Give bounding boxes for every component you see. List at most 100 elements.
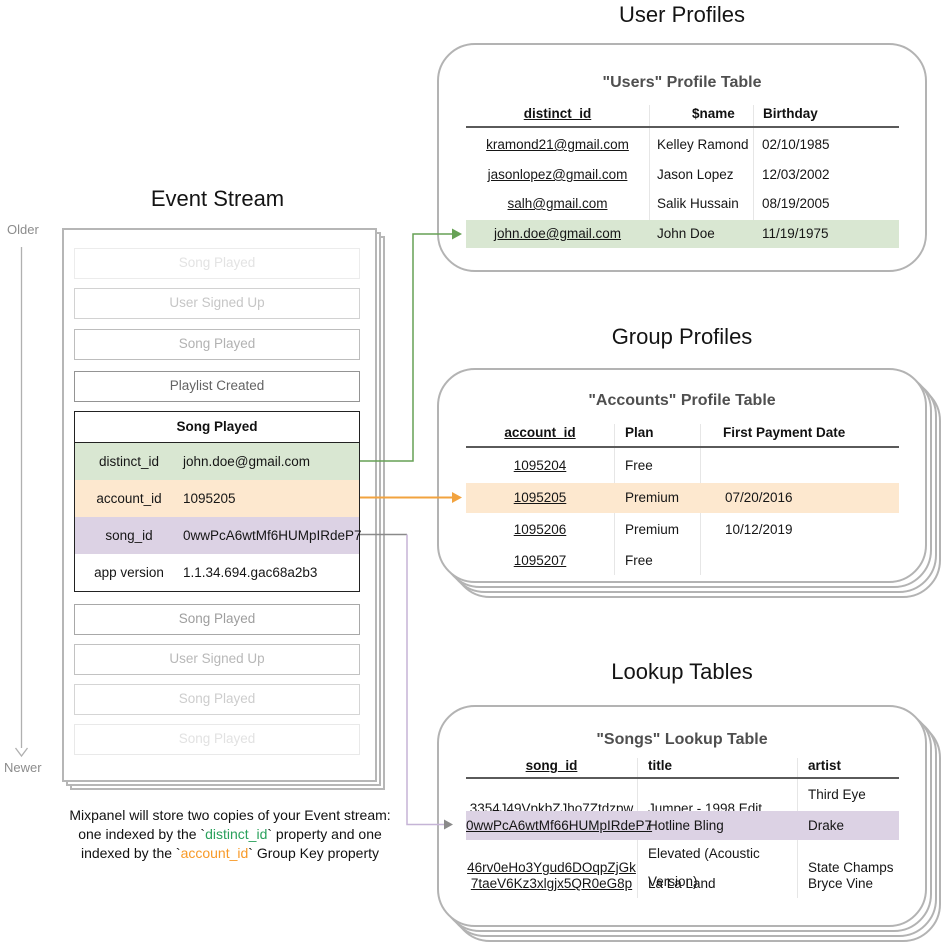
- column-divider: [649, 105, 650, 248]
- cell-first-payment-date: 07/20/2016: [725, 490, 793, 505]
- event-label: Song Played: [178, 255, 256, 270]
- cell-artist: Bryce Vine: [808, 876, 874, 891]
- accounts-table-header: account_id Plan First Payment Date: [466, 422, 899, 444]
- table-row: salh@gmail.com Salik Hussain 08/19/2005: [466, 190, 899, 218]
- cell-first-payment-date: 10/12/2019: [725, 522, 793, 537]
- property-key: account_id: [96, 491, 162, 506]
- property-key: app version: [94, 565, 164, 580]
- property-row-app-version: app version 1.1.34.694.gac68a2b3: [75, 554, 359, 591]
- cell-distinct-id: jasonlopez@gmail.com: [487, 167, 628, 182]
- cell-distinct-id: john.doe@gmail.com: [493, 226, 622, 241]
- cell-title: Hotline Bling: [648, 818, 724, 833]
- cell-name: John Doe: [657, 226, 715, 241]
- users-table-title: "Users" Profile Table: [602, 74, 762, 91]
- caption-line-1: Mixpanel will store two copies of your E…: [69, 807, 391, 823]
- user-profiles-title: User Profiles: [619, 2, 745, 27]
- songs-table-title: "Songs" Lookup Table: [596, 731, 768, 748]
- cell-plan: Free: [625, 553, 653, 568]
- cell-birthday: 11/19/1975: [762, 226, 829, 241]
- event-box: User Signed Up: [74, 288, 360, 319]
- caption-account-id: account_id: [180, 845, 249, 861]
- property-value: 1095205: [183, 491, 236, 506]
- event-box: User Signed Up: [74, 644, 360, 675]
- cell-artist: State Champs: [808, 860, 894, 875]
- table-row: 46rv0eHo3Ygud6DOqpZjGk Elevated (Acousti…: [466, 840, 899, 889]
- header-first-payment-date: First Payment Date: [723, 425, 846, 440]
- event-label: User Signed Up: [169, 651, 265, 666]
- focused-event-name: Song Played: [75, 412, 359, 443]
- footnote-caption: Mixpanel will store two copies of your E…: [20, 806, 440, 863]
- lookup-tables-title: Lookup Tables: [611, 659, 753, 684]
- event-label: Playlist Created: [169, 378, 265, 393]
- cell-account-id: 1095207: [513, 553, 567, 568]
- cell-account-id: 1095205: [513, 490, 567, 505]
- cell-account-id: 1095206: [513, 522, 567, 537]
- event-box: Song Played: [74, 329, 360, 360]
- cell-title: Elevated (Acoustic Version): [648, 846, 760, 889]
- group-profiles-card: [437, 368, 927, 583]
- event-label: User Signed Up: [169, 295, 265, 310]
- header-artist: artist: [808, 758, 842, 773]
- cell-name: Salik Hussain: [657, 196, 739, 211]
- header-title: title: [648, 758, 673, 773]
- cell-song-id: 46rv0eHo3Ygud6DOqpZjGk: [467, 860, 636, 875]
- event-box: Playlist Created: [74, 371, 360, 402]
- songs-table-header: song_id title artist: [466, 755, 899, 777]
- property-row-account-id: account_id 1095205: [75, 480, 359, 517]
- header-rule: [466, 446, 899, 448]
- table-row: kramond21@gmail.com Kelley Ramond 02/10/…: [466, 131, 899, 159]
- property-value: 1.1.34.694.gac68a2b3: [183, 565, 318, 580]
- newer-label: Newer: [4, 760, 42, 775]
- table-row-highlighted-green: john.doe@gmail.com John Doe 11/19/1975: [466, 220, 899, 248]
- focused-event-card: Song Played distinct_id john.doe@gmail.c…: [74, 411, 362, 592]
- cell-title: La La Land: [648, 876, 716, 891]
- event-box: Song Played: [74, 724, 360, 755]
- cell-plan: Premium: [625, 522, 680, 537]
- table-row-highlighted-purple: 0wwPcA6wtMf66HUMpIRdeP7 Hotline Bling Dr…: [466, 811, 899, 840]
- header-rule: [466, 777, 899, 779]
- property-key: distinct_id: [98, 454, 160, 469]
- event-label: Song Played: [178, 336, 256, 351]
- cell-birthday: 08/19/2005: [762, 196, 830, 211]
- header-rule: [466, 126, 899, 128]
- cell-distinct-id: kramond21@gmail.com: [486, 137, 629, 152]
- caption-line-2: one indexed by the `distinct_id` propert…: [20, 825, 440, 844]
- property-key: song_id: [105, 528, 153, 543]
- table-row: 3354J49VpkbZJho7Ztdzpw Jumper - 1998 Edi…: [466, 781, 899, 830]
- event-box: Song Played: [74, 684, 360, 715]
- property-row-distinct-id: distinct_id john.doe@gmail.com: [75, 443, 359, 480]
- event-label: Song Played: [178, 611, 256, 626]
- caption-text: indexed by the `: [80, 845, 181, 861]
- caption-distinct-id: distinct_id: [205, 826, 268, 842]
- header-birthday: Birthday: [763, 106, 818, 121]
- header-song-id: song_id: [525, 758, 578, 773]
- header-account-id: account_id: [504, 425, 576, 440]
- table-row: 1095204 Free: [466, 452, 899, 480]
- table-row-highlighted-orange: 1095205 Premium 07/20/2016: [466, 483, 899, 513]
- caption-text: ` property and one: [267, 826, 382, 842]
- event-label: Song Played: [178, 691, 256, 706]
- property-row-song-id: song_id 0wwPcA6wtMf6HUMpIRdeP7: [75, 517, 362, 554]
- caption-line-3: indexed by the `account_id` Group Key pr…: [20, 844, 440, 863]
- cell-name: Jason Lopez: [657, 167, 734, 182]
- table-row: jasonlopez@gmail.com Jason Lopez 12/03/2…: [466, 161, 899, 189]
- table-row: 1095207 Free: [466, 547, 899, 575]
- event-box: Song Played: [74, 248, 360, 279]
- accounts-table-title: "Accounts" Profile Table: [588, 392, 776, 409]
- cell-song-id: 7taeV6Kz3xlgjx5QR0eG8p: [470, 876, 633, 891]
- table-row: 1095206 Premium 10/12/2019: [466, 516, 899, 544]
- header-plan: Plan: [625, 425, 654, 440]
- header-name: $name: [692, 106, 735, 121]
- event-label: Song Played: [178, 731, 256, 746]
- older-label: Older: [7, 222, 39, 237]
- event-box: Song Played: [74, 604, 360, 635]
- property-value: john.doe@gmail.com: [183, 454, 311, 469]
- event-stream-title: Event Stream: [150, 186, 285, 211]
- users-table-header: distinct_id $name Birthday: [466, 103, 899, 125]
- column-divider: [753, 105, 754, 248]
- cell-birthday: 12/03/2002: [762, 167, 830, 182]
- cell-distinct-id: salh@gmail.com: [507, 196, 608, 211]
- group-profiles-title: Group Profiles: [611, 324, 753, 349]
- timeline-arrow: [14, 247, 29, 758]
